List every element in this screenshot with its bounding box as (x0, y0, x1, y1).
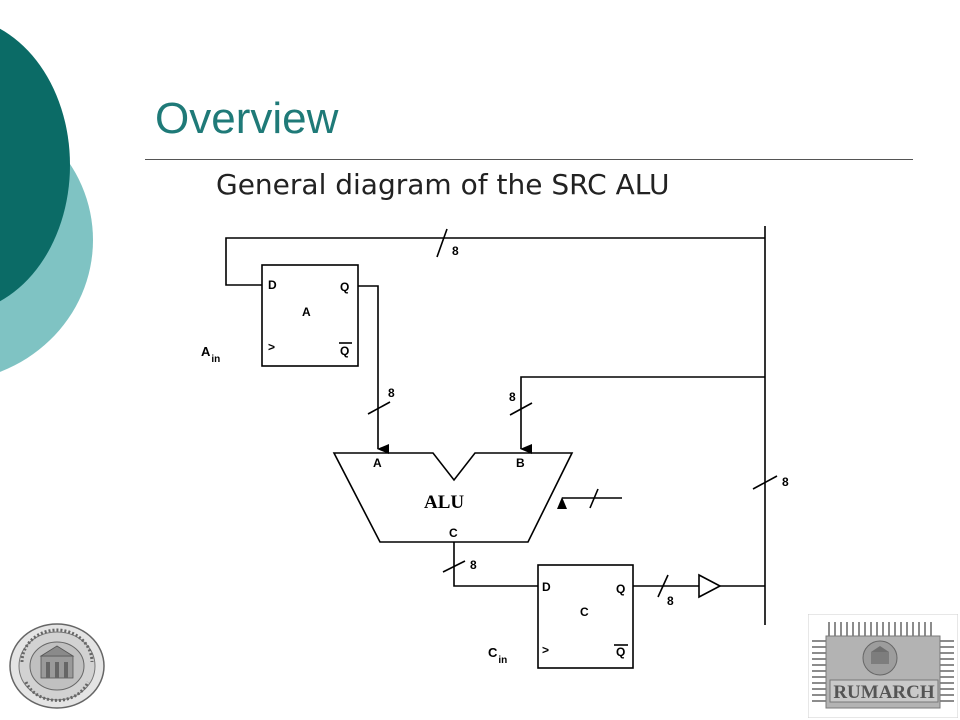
c-to-buffer-slash (657, 574, 669, 598)
university-seal-logo (9, 623, 105, 709)
register-c-d-label: D (542, 580, 551, 594)
register-a-clk-label: > (268, 340, 275, 354)
alu-output-c-label: C (449, 526, 458, 540)
slide-subtitle: General diagram of the SRC ALU (216, 168, 670, 201)
alu-to-c-wire (453, 542, 538, 587)
alu-to-c-slash (442, 560, 466, 573)
bus-to-b-width: 8 (509, 390, 516, 404)
alu-name: ALU (424, 492, 464, 513)
right-bus-slash (752, 475, 778, 490)
a-to-alu-slash (367, 401, 391, 415)
rumarch-chip-logo: RUMARCH (808, 614, 958, 718)
rumarch-logo-text: RUMARCH (833, 682, 935, 703)
a-in-label: Ain (201, 344, 220, 365)
a-to-alu-width: 8 (388, 386, 395, 400)
alu-input-a-label: A (373, 456, 382, 470)
top-bus-width: 8 (452, 244, 459, 258)
register-a-q-label: Q (340, 280, 349, 294)
title-divider (145, 159, 913, 160)
register-c-name: C (580, 605, 589, 619)
bus-to-b-slash (509, 402, 533, 416)
alu-control-slash (589, 488, 599, 509)
dark-teal-circle (0, 28, 70, 302)
register-c-clk-label: > (542, 643, 549, 657)
register-a-name: A (302, 305, 311, 319)
top-bus-wire (225, 237, 765, 286)
alu-to-c-width: 8 (470, 558, 477, 572)
register-c-box (537, 564, 634, 669)
register-a-qbar-label: Q (340, 344, 349, 358)
c-in-label: Cin (488, 645, 507, 666)
slide-title: Overview (155, 94, 339, 143)
register-c-qbar-label: Q (616, 645, 625, 659)
alu-input-b-label: B (516, 456, 525, 470)
buffer-symbol (698, 573, 722, 599)
right-bus-width: 8 (782, 475, 789, 489)
c-to-buffer-width: 8 (667, 594, 674, 608)
register-a-d-label: D (268, 278, 277, 292)
alu-body (332, 452, 574, 543)
top-bus-slash (436, 228, 448, 258)
a-to-alu-wire (358, 285, 389, 454)
register-c-q-label: Q (616, 582, 625, 596)
register-a-box (261, 264, 359, 367)
bus-to-b-wire (520, 376, 765, 454)
